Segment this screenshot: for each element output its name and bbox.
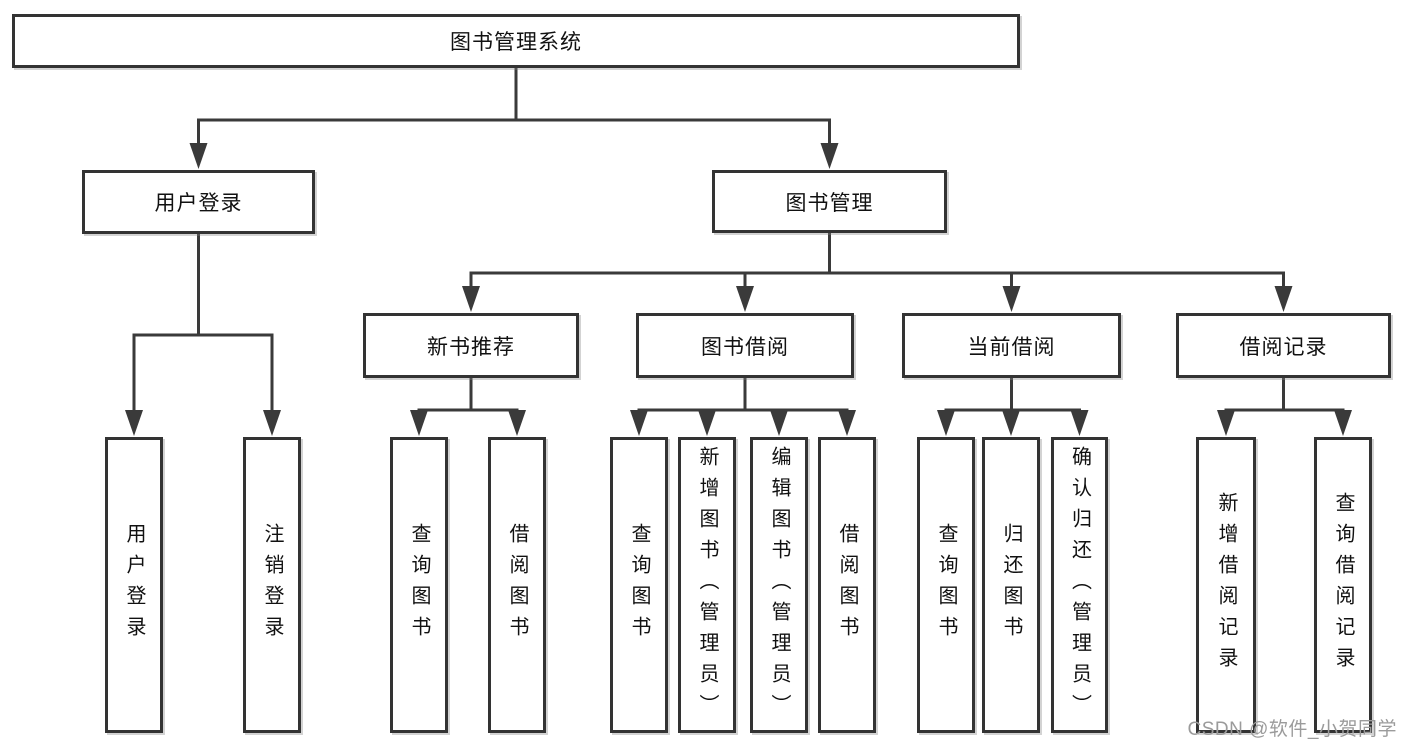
node-leaf-return-books: 归还图书: [982, 437, 1040, 733]
node-leaf-borrow-books-label: 借阅图书: [836, 523, 858, 647]
arrowhead-down-icon: [698, 410, 716, 436]
node-new-book-recommend-label: 新书推荐: [427, 335, 515, 359]
csdn-watermark: CSDN @软件_小贺同学: [1187, 719, 1397, 740]
node-leaf-add-books-admin-label: 新增图书（管理员）: [696, 445, 718, 725]
node-new-book-recommend: 新书推荐: [363, 313, 579, 378]
node-book-borrow-label: 图书借阅: [701, 335, 789, 359]
node-leaf-borrow-books: 借阅图书: [818, 437, 876, 733]
node-leaf-query-books-label: 查询图书: [408, 523, 430, 647]
node-leaf-query-books: 查询图书: [390, 437, 448, 733]
arrowhead-down-icon: [1070, 410, 1089, 436]
node-current-borrow: 当前借阅: [902, 313, 1121, 378]
node-leaf-logout: 注销登录: [243, 437, 301, 733]
node-leaf-return-books-label: 归还图书: [1000, 523, 1022, 647]
arrowhead-down-icon: [125, 410, 143, 436]
node-leaf-query-borrow-record: 查询借阅记录: [1314, 437, 1372, 733]
node-current-borrow-label: 当前借阅: [967, 335, 1056, 359]
node-leaf-add-borrow-record-label: 新增借阅记录: [1215, 492, 1237, 678]
node-leaf-query-books-label: 查询图书: [628, 523, 650, 647]
node-leaf-user-login-label: 用户登录: [123, 523, 145, 647]
node-leaf-confirm-return-admin-label: 确认归还（管理员）: [1068, 445, 1091, 725]
arrowhead-down-icon: [736, 286, 754, 312]
arrowhead-down-icon: [820, 143, 839, 169]
node-leaf-borrow-books-label: 借阅图书: [506, 523, 528, 647]
arrowhead-down-icon: [1217, 410, 1235, 436]
node-user-login-label: 用户登录: [154, 192, 243, 215]
node-leaf-query-books: 查询图书: [610, 437, 668, 733]
node-leaf-confirm-return-admin: 确认归还（管理员）: [1051, 437, 1108, 733]
arrowhead-down-icon: [189, 143, 208, 169]
arrowhead-down-icon: [937, 410, 955, 436]
node-borrow-record: 借阅记录: [1176, 313, 1391, 378]
arrowhead-down-icon: [508, 410, 526, 436]
node-library-system: 图书管理系统: [12, 14, 1020, 68]
arrowhead-down-icon: [630, 410, 648, 436]
arrowhead-down-icon: [410, 410, 428, 436]
node-library-system-label: 图书管理系统: [450, 31, 582, 54]
node-leaf-borrow-books: 借阅图书: [488, 437, 546, 733]
node-leaf-user-login: 用户登录: [105, 437, 163, 733]
arrowhead-down-icon: [263, 410, 281, 436]
arrowhead-down-icon: [1002, 410, 1020, 436]
node-leaf-query-books: 查询图书: [917, 437, 975, 733]
node-borrow-record-label: 借阅记录: [1239, 335, 1328, 359]
arrowhead-down-icon: [1334, 410, 1352, 436]
node-book-management-label: 图书管理: [785, 191, 874, 215]
node-leaf-query-books-label: 查询图书: [935, 523, 957, 647]
node-book-borrow: 图书借阅: [636, 313, 854, 378]
arrowhead-down-icon: [838, 410, 856, 436]
node-leaf-edit-books-admin-label: 编辑图书（管理员）: [768, 445, 790, 725]
arrowhead-down-icon: [462, 286, 480, 312]
arrowhead-down-icon: [1274, 286, 1293, 312]
node-leaf-query-borrow-record-label: 查询借阅记录: [1332, 492, 1354, 678]
node-book-management: 图书管理: [712, 170, 947, 233]
arrowhead-down-icon: [1002, 286, 1021, 312]
node-leaf-add-borrow-record: 新增借阅记录: [1196, 437, 1256, 733]
arrowhead-down-icon: [770, 410, 788, 436]
node-leaf-add-books-admin: 新增图书（管理员）: [678, 437, 736, 733]
node-leaf-logout-label: 注销登录: [261, 523, 283, 647]
node-leaf-edit-books-admin: 编辑图书（管理员）: [750, 437, 808, 733]
node-user-login: 用户登录: [82, 170, 315, 234]
